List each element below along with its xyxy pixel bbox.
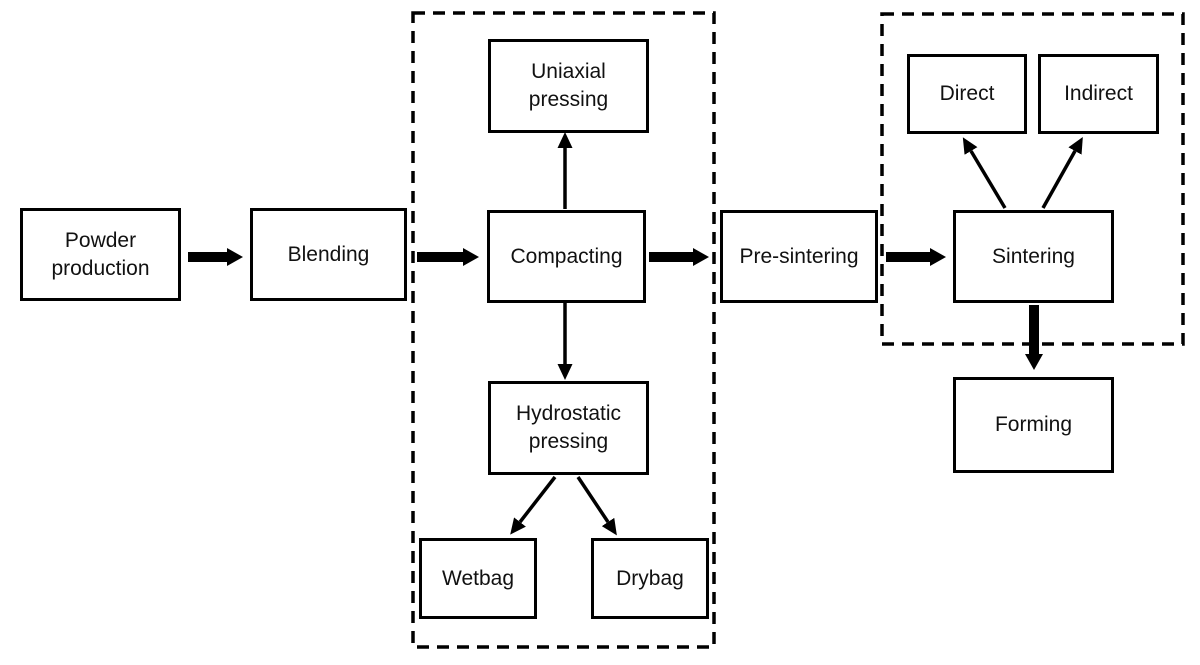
node-forming: Forming	[953, 377, 1114, 473]
node-direct: Direct	[907, 54, 1027, 134]
node-wetbag: Wetbag	[419, 538, 537, 619]
node-sintering: Sintering	[953, 210, 1114, 303]
node-pre-sintering: Pre-sintering	[720, 210, 878, 303]
node-powder-production: Powder production	[20, 208, 181, 301]
node-blending: Blending	[250, 208, 407, 301]
arrow-hydrostatic-to-drybag-icon	[576, 476, 617, 536]
node-drybag: Drybag	[591, 538, 709, 619]
node-hydrostatic-pressing: Hydrostatic pressing	[488, 381, 649, 475]
arrow-sintering-to-indirect-icon	[1041, 137, 1083, 209]
arrow-sintering-to-direct-icon	[962, 137, 1007, 209]
arrow-hydrostatic-to-wetbag-icon	[510, 475, 557, 535]
node-uniaxial-pressing: Uniaxial pressing	[488, 39, 649, 133]
compacting-group-border	[411, 11, 716, 649]
node-compacting: Compacting	[487, 210, 646, 303]
node-indirect: Indirect	[1038, 54, 1159, 134]
